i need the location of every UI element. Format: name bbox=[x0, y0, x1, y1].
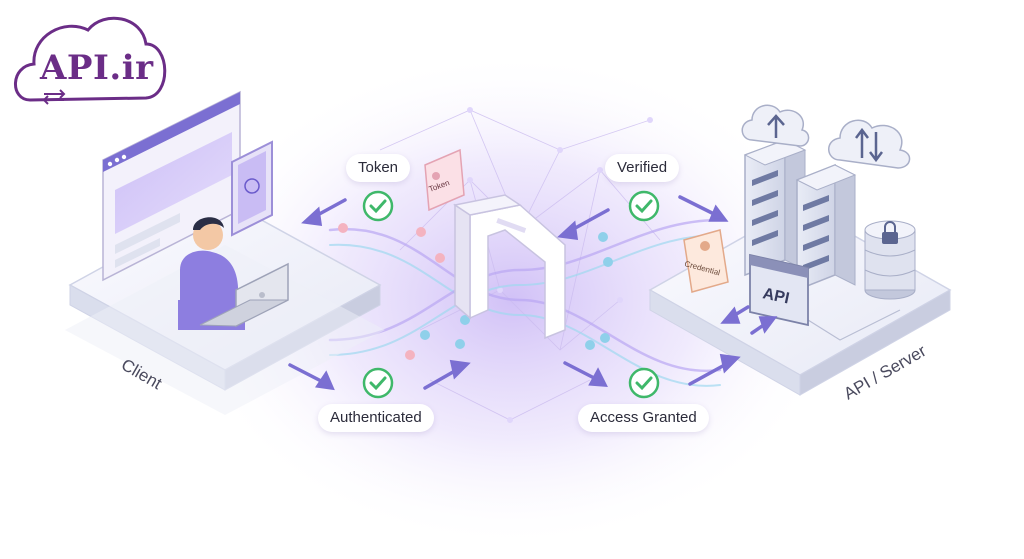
api-panel-label: API bbox=[761, 285, 791, 307]
check-icon bbox=[362, 190, 394, 222]
token-card: Token bbox=[424, 148, 465, 212]
token-pill: Token bbox=[346, 154, 411, 182]
stream-dots bbox=[338, 223, 613, 360]
server-rack-right bbox=[795, 163, 857, 292]
arrow-icon bbox=[688, 353, 741, 386]
sync-arrows-icon bbox=[42, 89, 66, 105]
verified-pill: Verified bbox=[605, 154, 680, 182]
logo-text: API.ir bbox=[40, 48, 154, 88]
arrow-icon bbox=[678, 195, 729, 222]
check-icon bbox=[362, 367, 394, 399]
arrow-icon bbox=[720, 305, 750, 324]
arrow-icon bbox=[288, 363, 335, 391]
logo bbox=[14, 16, 167, 105]
server-rack-left bbox=[743, 138, 807, 277]
access-granted-pill: Access Granted bbox=[578, 404, 709, 432]
arrow-icon bbox=[301, 198, 347, 227]
cloud-sync-icon bbox=[828, 119, 911, 169]
arrow-icon bbox=[750, 316, 778, 335]
laptop-icon bbox=[199, 262, 289, 328]
lock-icon bbox=[882, 221, 898, 244]
api-panel: API bbox=[749, 253, 809, 327]
check-icon bbox=[628, 190, 660, 222]
phone-icon bbox=[231, 140, 273, 237]
cloud-logo-icon bbox=[14, 16, 167, 102]
arrow-icon bbox=[563, 361, 608, 387]
check-icon bbox=[628, 367, 660, 399]
gateway-icon bbox=[453, 194, 566, 340]
arrow-icon bbox=[423, 359, 471, 390]
database-icon bbox=[864, 220, 916, 300]
browser-window bbox=[102, 90, 241, 282]
arrow-icon bbox=[557, 208, 610, 241]
cloud-upload-icon bbox=[741, 104, 810, 147]
credential-card: Credential bbox=[683, 229, 729, 293]
authenticated-pill: Authenticated bbox=[318, 404, 434, 432]
flow-arrows bbox=[288, 195, 778, 391]
